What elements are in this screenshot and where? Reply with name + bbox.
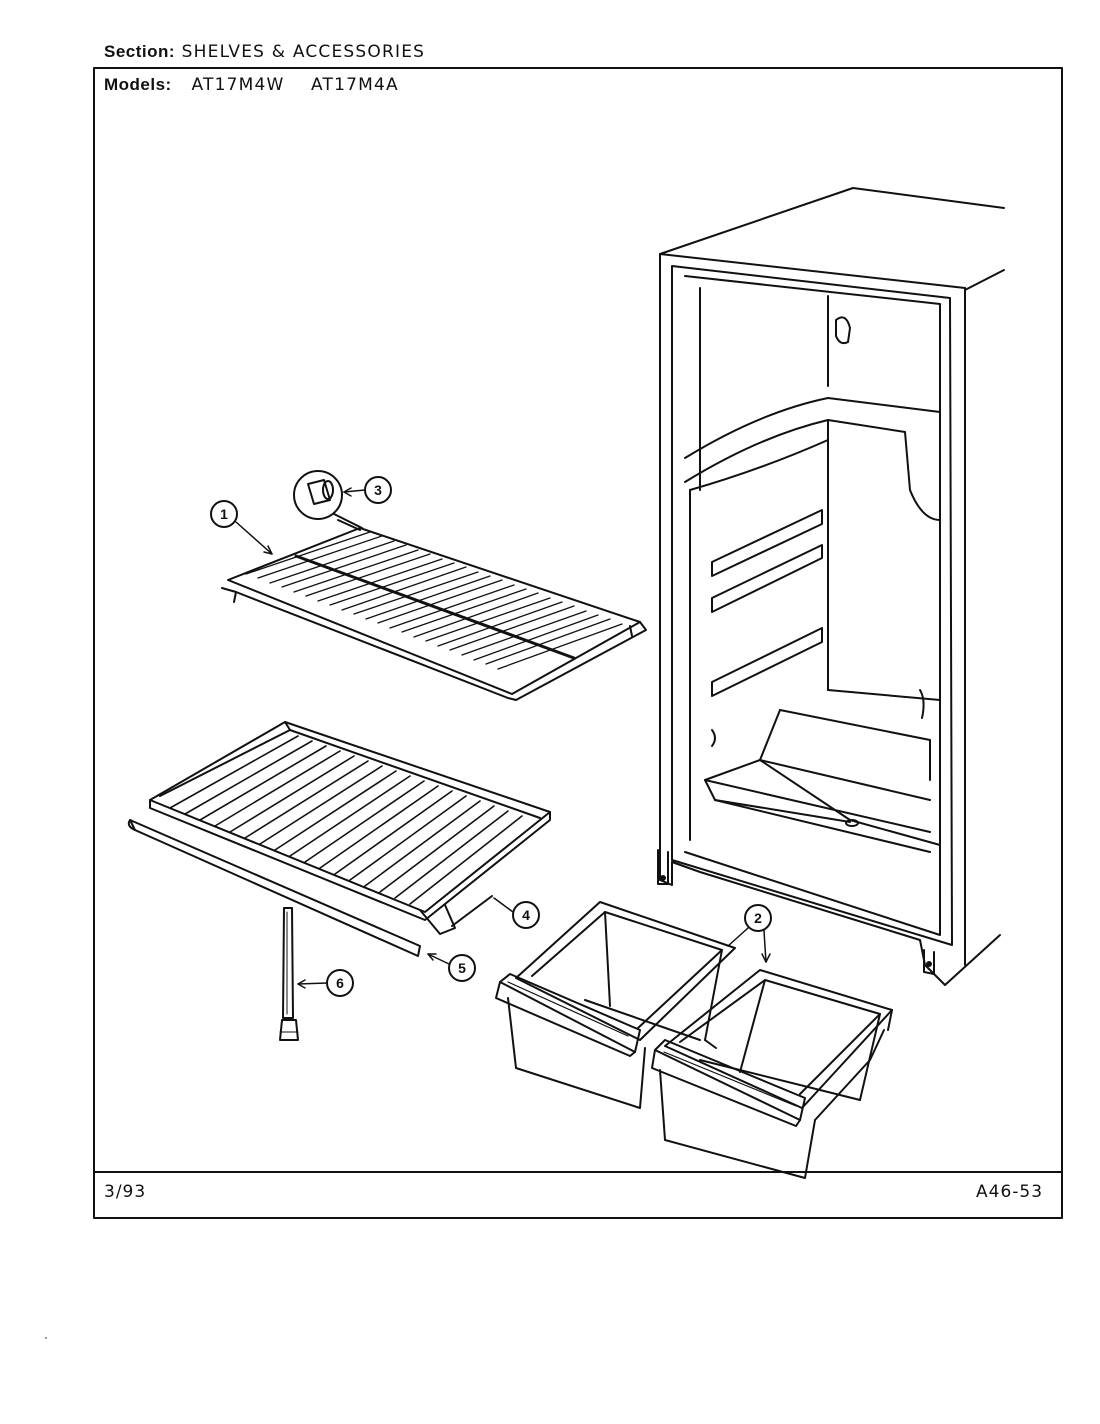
glass-shelf <box>149 721 551 935</box>
diagram-frame <box>93 67 1063 1219</box>
callout-5-number: 5 <box>458 960 466 976</box>
callout-5: 5 <box>427 953 476 982</box>
callout-2: 2 <box>727 904 772 963</box>
callout-4: 4 <box>493 897 540 929</box>
callout-3-number: 3 <box>374 482 382 498</box>
model-number-1: AT17M4W <box>191 75 285 95</box>
section-heading: Section: SHELVES & ACCESSORIES <box>104 42 425 62</box>
crisper-drawer-right <box>651 969 893 1179</box>
callout-4-number: 4 <box>522 907 530 923</box>
model-number-2: AT17M4A <box>311 75 399 95</box>
refrigerator-cabinet <box>657 187 1005 986</box>
callout-2-number: 2 <box>754 910 762 926</box>
shelf-trim-strip <box>127 819 421 957</box>
models-heading: Models: AT17M4W AT17M4A <box>104 75 399 95</box>
callout-3: 3 <box>343 476 392 504</box>
callout-1-number: 1 <box>220 506 228 522</box>
section-value: SHELVES & ACCESSORIES <box>181 42 426 62</box>
page-code: A46-53 <box>976 1182 1044 1202</box>
callout-6: 6 <box>297 969 354 997</box>
section-label: Section: <box>104 42 176 61</box>
models-label: Models: <box>104 75 172 94</box>
wire-shelf <box>221 527 647 701</box>
callout-6-number: 6 <box>336 975 344 991</box>
shelf-support-post <box>279 907 299 1041</box>
detail-bubble <box>293 470 363 531</box>
callout-1: 1 <box>210 500 273 555</box>
crisper-drawer-left <box>495 901 736 1109</box>
revision-date: 3/93 <box>104 1182 147 1202</box>
